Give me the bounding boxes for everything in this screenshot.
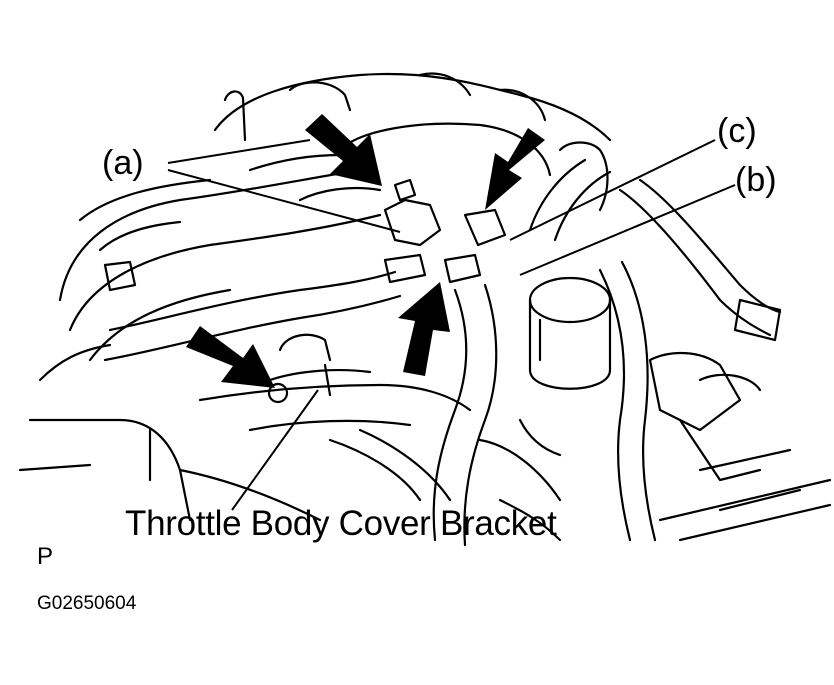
arrow-top-right (485, 128, 545, 210)
leader-bracket (231, 389, 319, 511)
arrow-center-up (398, 282, 450, 376)
leader-b (519, 184, 736, 276)
leader-a-lower (167, 169, 401, 233)
arrow-top-left (305, 114, 382, 186)
leader-c (509, 139, 716, 241)
view-marker: P (37, 543, 54, 570)
callout-label-c: (c) (717, 112, 757, 150)
throttle-body-cover-bracket-label: Throttle Body Cover Bracket (125, 504, 557, 543)
leader-a-upper (167, 139, 311, 164)
callout-label-a: (a) (102, 144, 144, 182)
leader-lines (167, 139, 736, 511)
callout-label-b: (b) (735, 161, 777, 199)
figure-code: G02650604 (37, 593, 137, 614)
arrow-bottom-left (186, 326, 275, 388)
pointer-arrows (186, 114, 545, 388)
